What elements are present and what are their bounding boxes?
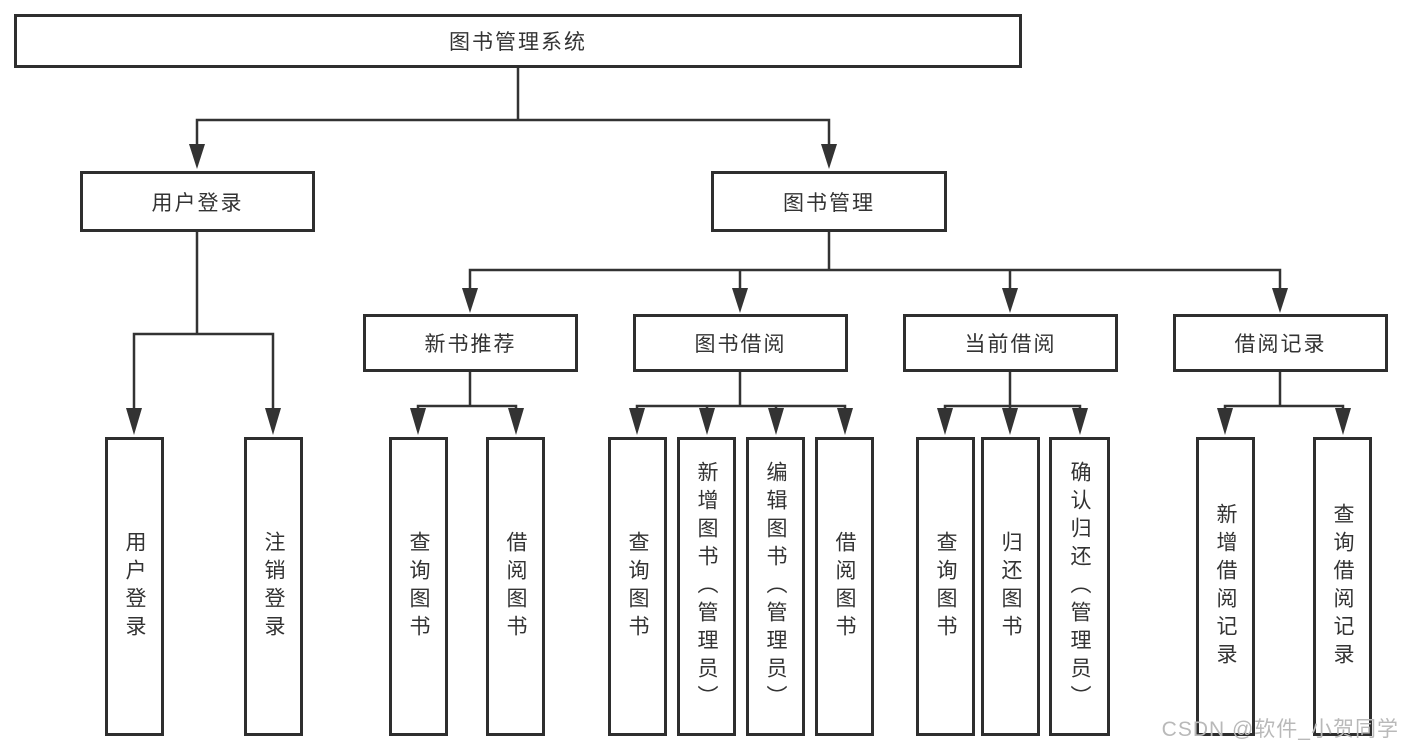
node-leaf-add-books-admin: 新增图书（管理员） [677, 437, 736, 736]
node-label: 借阅图书 [833, 530, 856, 643]
node-label: 查询图书 [934, 530, 957, 643]
node-label: 新增借阅记录 [1214, 502, 1237, 671]
node-leaf-query-books-1: 查询图书 [389, 437, 448, 736]
node-label: 图书管理 [783, 191, 875, 215]
node-label: 归还图书 [999, 530, 1022, 643]
node-label: 查询图书 [407, 530, 430, 643]
node-label: 新增图书（管理员） [695, 460, 718, 713]
node-label: 确认归还（管理员） [1068, 460, 1091, 713]
node-borrowing-records: 借阅记录 [1173, 314, 1388, 372]
node-library-management-system: 图书管理系统 [14, 14, 1022, 68]
node-label: 查询借阅记录 [1331, 502, 1354, 671]
node-leaf-query-books-2: 查询图书 [608, 437, 667, 736]
node-user-login-branch: 用户登录 [80, 171, 315, 232]
node-leaf-user-login: 用户登录 [105, 437, 164, 736]
node-book-management-branch: 图书管理 [711, 171, 947, 232]
node-new-book-recommendation: 新书推荐 [363, 314, 578, 372]
node-label: 当前借阅 [964, 333, 1057, 356]
watermark: CSDN @软件_小贺同学 [1161, 718, 1399, 741]
node-label: 图书借阅 [694, 333, 787, 356]
node-label: 借阅图书 [504, 530, 527, 643]
node-leaf-borrow-books-2: 借阅图书 [815, 437, 874, 736]
node-label: 注销登录 [262, 530, 285, 643]
node-leaf-query-borrow-record: 查询借阅记录 [1313, 437, 1372, 736]
node-label: 编辑图书（管理员） [764, 460, 787, 713]
node-leaf-add-borrow-record: 新增借阅记录 [1196, 437, 1255, 736]
node-label: 用户登录 [151, 191, 244, 215]
node-leaf-return-books: 归还图书 [981, 437, 1040, 736]
node-label: 用户登录 [123, 530, 146, 643]
node-label: 借阅记录 [1234, 333, 1327, 356]
node-leaf-confirm-return-admin: 确认归还（管理员） [1049, 437, 1110, 736]
node-current-borrowing: 当前借阅 [903, 314, 1118, 372]
node-leaf-logout: 注销登录 [244, 437, 303, 736]
node-leaf-edit-books-admin: 编辑图书（管理员） [746, 437, 805, 736]
node-label: 图书管理系统 [449, 31, 587, 54]
node-label: 新书推荐 [424, 333, 517, 356]
node-label: 查询图书 [626, 530, 649, 643]
node-book-borrowing: 图书借阅 [633, 314, 848, 372]
node-leaf-borrow-books-1: 借阅图书 [486, 437, 545, 736]
node-leaf-query-books-3: 查询图书 [916, 437, 975, 736]
